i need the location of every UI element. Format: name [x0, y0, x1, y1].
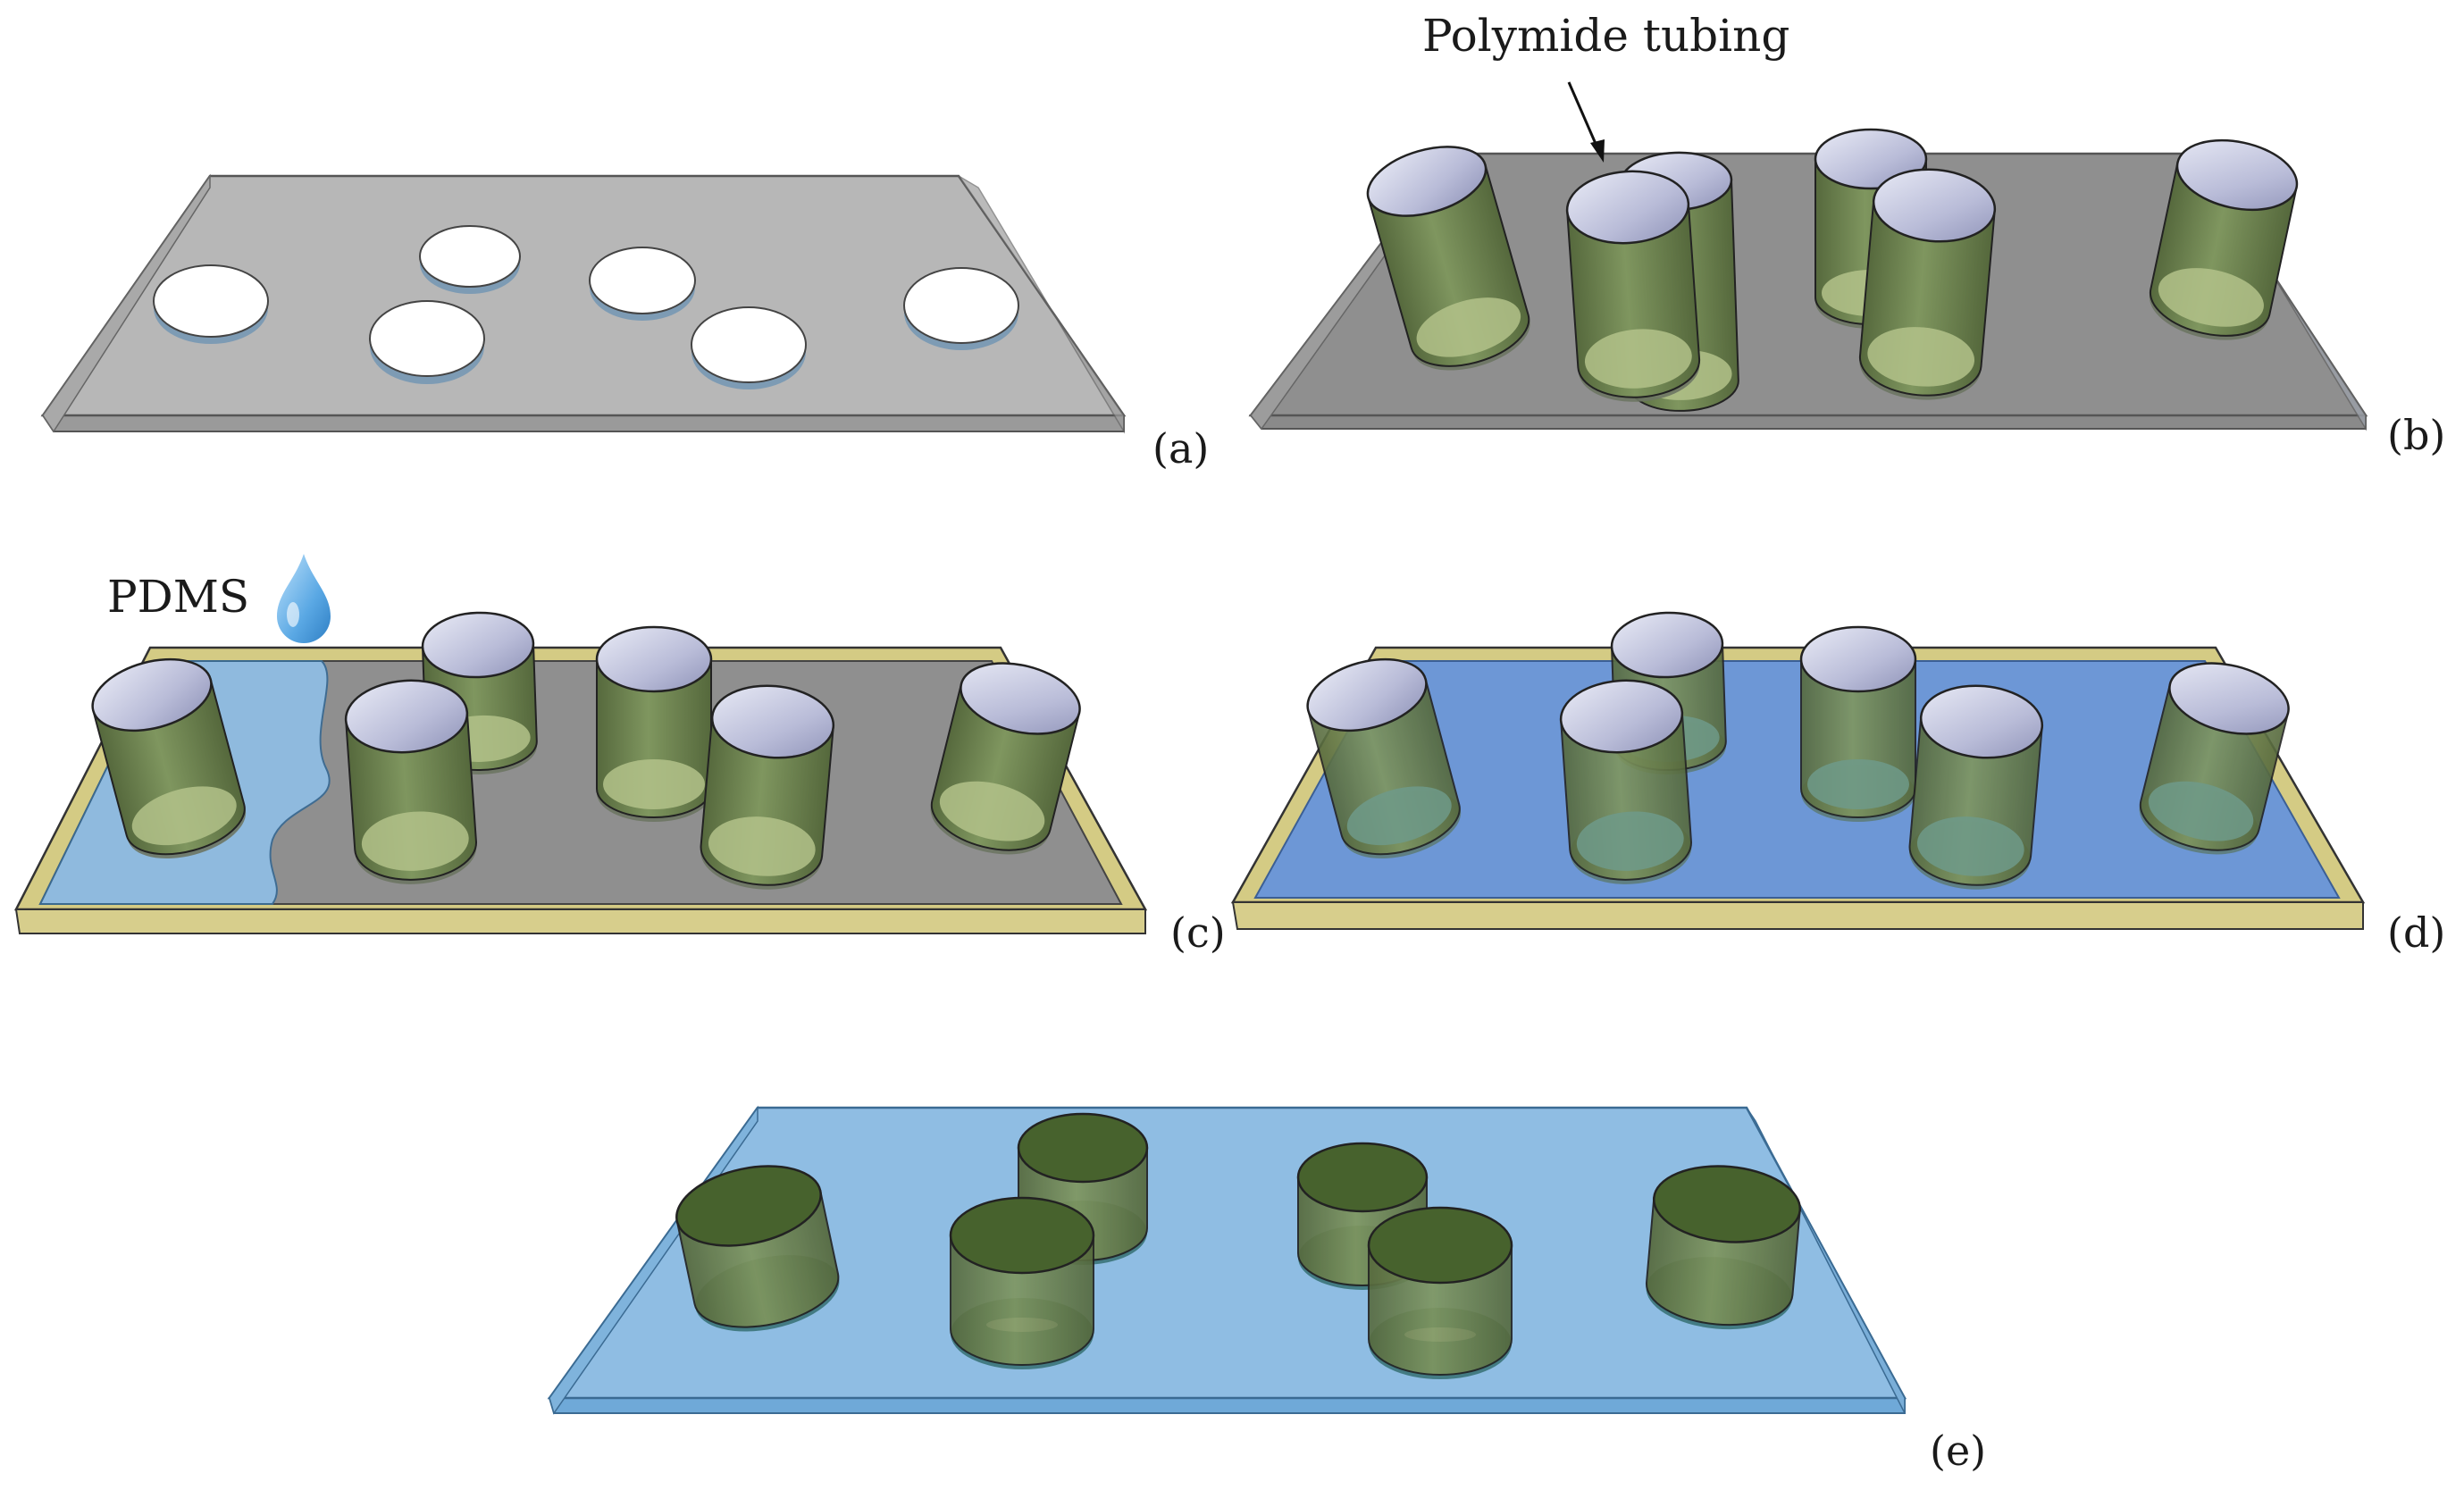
tube [675, 1165, 840, 1332]
pdms-label: PDMS [107, 571, 249, 623]
pdms-fill-d [1253, 660, 2341, 899]
tube [1858, 168, 1997, 400]
panel-a: (a) [40, 173, 1209, 473]
panel-caption-d: (d) [2387, 908, 2445, 957]
panel-caption-c: (c) [1170, 908, 1226, 957]
polymide-tubing-label: Polymide tubing [1422, 10, 1789, 62]
tube [949, 1196, 1095, 1369]
tubing-pointer-arrow [1567, 81, 1605, 163]
tube [2149, 138, 2299, 340]
tube [1366, 146, 1530, 371]
tube [1908, 684, 2044, 890]
tube [595, 625, 713, 822]
tube [2139, 662, 2290, 855]
panel-c: PDMS (c) [13, 554, 1226, 957]
pdms-drop-icon [277, 554, 331, 643]
tube [1799, 625, 1917, 822]
tube [1367, 1206, 1513, 1379]
tube [1306, 657, 1462, 859]
plate-hole [153, 264, 269, 344]
panel-b: Polymide tubing (b) [1248, 10, 2445, 459]
tube [1565, 170, 1701, 402]
panel-e: (e) [547, 1105, 1986, 1475]
tube [700, 684, 835, 890]
plate-hole [419, 225, 521, 294]
plate-a-edge [41, 414, 1125, 432]
tube [344, 679, 477, 884]
tube [1559, 679, 1692, 884]
panel-d: (d) [1230, 611, 2445, 957]
tube [91, 657, 247, 859]
plate-hole [691, 306, 807, 389]
plate-hole [369, 300, 485, 384]
panel-caption-a: (a) [1152, 424, 1209, 473]
tube [930, 662, 1081, 855]
plate-hole [589, 247, 696, 321]
panel-caption-b: (b) [2387, 411, 2445, 459]
tube [1646, 1165, 1802, 1330]
plate-hole [903, 267, 1019, 350]
panel-caption-e: (e) [1930, 1427, 1986, 1475]
